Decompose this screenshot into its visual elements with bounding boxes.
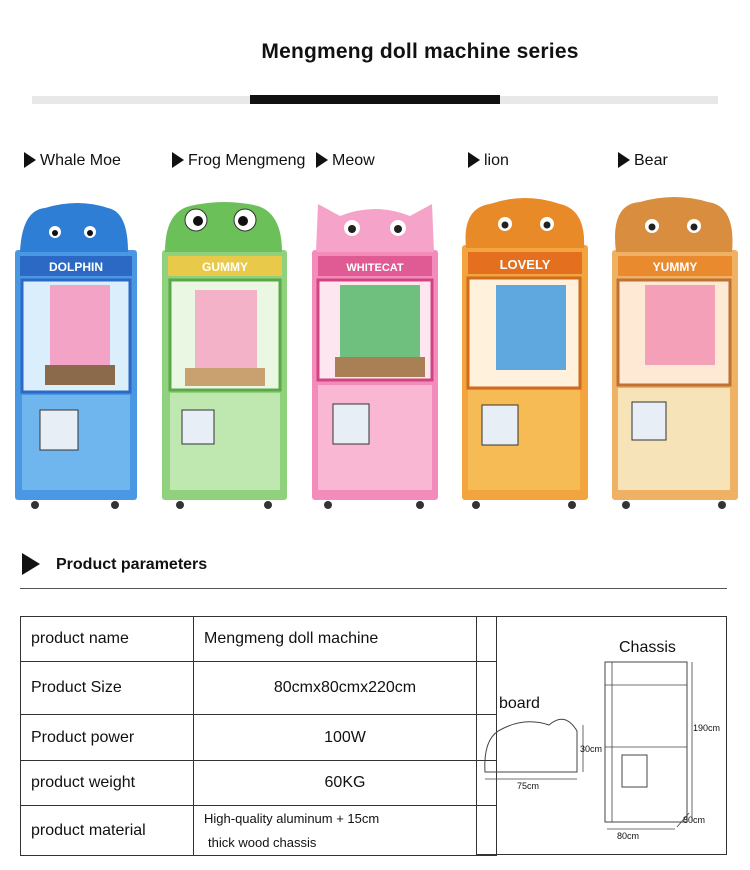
chassis-width-label: 80cm — [617, 831, 640, 841]
triangle-bullet-icon — [24, 152, 36, 168]
board-height-label: 30cm — [580, 744, 603, 754]
param-key: product material — [20, 805, 194, 856]
section-heading: Product parameters — [22, 553, 207, 575]
param-key: Product Size — [20, 661, 194, 715]
param-key: product name — [20, 616, 194, 662]
title-underline-dark — [250, 95, 500, 104]
table-row: Product Size 80cmx80cmx220cm — [20, 661, 497, 715]
machine-label-whale: Whale Moe — [24, 152, 121, 170]
chassis-height-label: 190cm — [693, 723, 721, 733]
machine-label-lion: lion — [468, 152, 509, 170]
triangle-bullet-icon — [22, 553, 40, 575]
param-key: Product power — [20, 714, 194, 761]
machine-label-meow: Meow — [316, 152, 375, 170]
machines-photo: DOLPHIN GUMMY WHITECAT — [15, 197, 738, 509]
material-line-1: High-quality aluminum + 15cm — [204, 810, 380, 826]
triangle-bullet-icon — [316, 152, 328, 168]
table-row: product material High-quality aluminum +… — [20, 805, 497, 856]
param-value: 100W — [193, 714, 497, 761]
param-key: product weight — [20, 760, 194, 806]
machine-lion: LOVELY — [462, 198, 588, 509]
dimension-drawing — [484, 661, 693, 830]
svg-text:LOVELY: LOVELY — [500, 257, 551, 272]
board-width-label: 75cm — [517, 781, 540, 791]
triangle-bullet-icon — [468, 152, 480, 168]
svg-text:DOLPHIN: DOLPHIN — [49, 260, 103, 274]
machine-bear: YUMMY — [612, 197, 738, 509]
table-row: product weight 60KG — [20, 760, 497, 806]
material-line-2: thick wood chassis — [208, 834, 317, 850]
dimension-diagram: Chassis board 30cm 75cm 190cm 80cm 80cm — [476, 616, 727, 855]
machine-label-bear: Bear — [618, 152, 668, 170]
chassis-label: Chassis — [619, 639, 676, 656]
board-label: board — [499, 695, 540, 712]
machine-meow: WHITECAT — [312, 204, 438, 509]
param-value: Mengmeng doll machine — [193, 616, 497, 662]
chassis-depth-label: 80cm — [683, 815, 706, 825]
table-row: product name Mengmeng doll machine — [20, 616, 497, 662]
triangle-bullet-icon — [172, 152, 184, 168]
triangle-bullet-icon — [618, 152, 630, 168]
svg-text:GUMMY: GUMMY — [202, 260, 248, 274]
machine-whale: DOLPHIN — [15, 203, 137, 509]
params-table: product name Mengmeng doll machine Produ… — [20, 616, 497, 856]
svg-text:WHITECAT: WHITECAT — [346, 262, 404, 274]
param-value: 80cmx80cmx220cm — [193, 661, 497, 715]
machine-frog: GUMMY — [162, 202, 287, 509]
page-title: Mengmeng doll machine series — [261, 40, 579, 63]
machine-label-frog: Frog Mengmeng — [172, 152, 305, 170]
param-value: 60KG — [193, 760, 497, 806]
svg-text:YUMMY: YUMMY — [653, 260, 698, 274]
table-row: Product power 100W — [20, 714, 497, 761]
section-divider — [20, 588, 727, 589]
param-value: High-quality aluminum + 15cm thick wood … — [193, 805, 497, 856]
